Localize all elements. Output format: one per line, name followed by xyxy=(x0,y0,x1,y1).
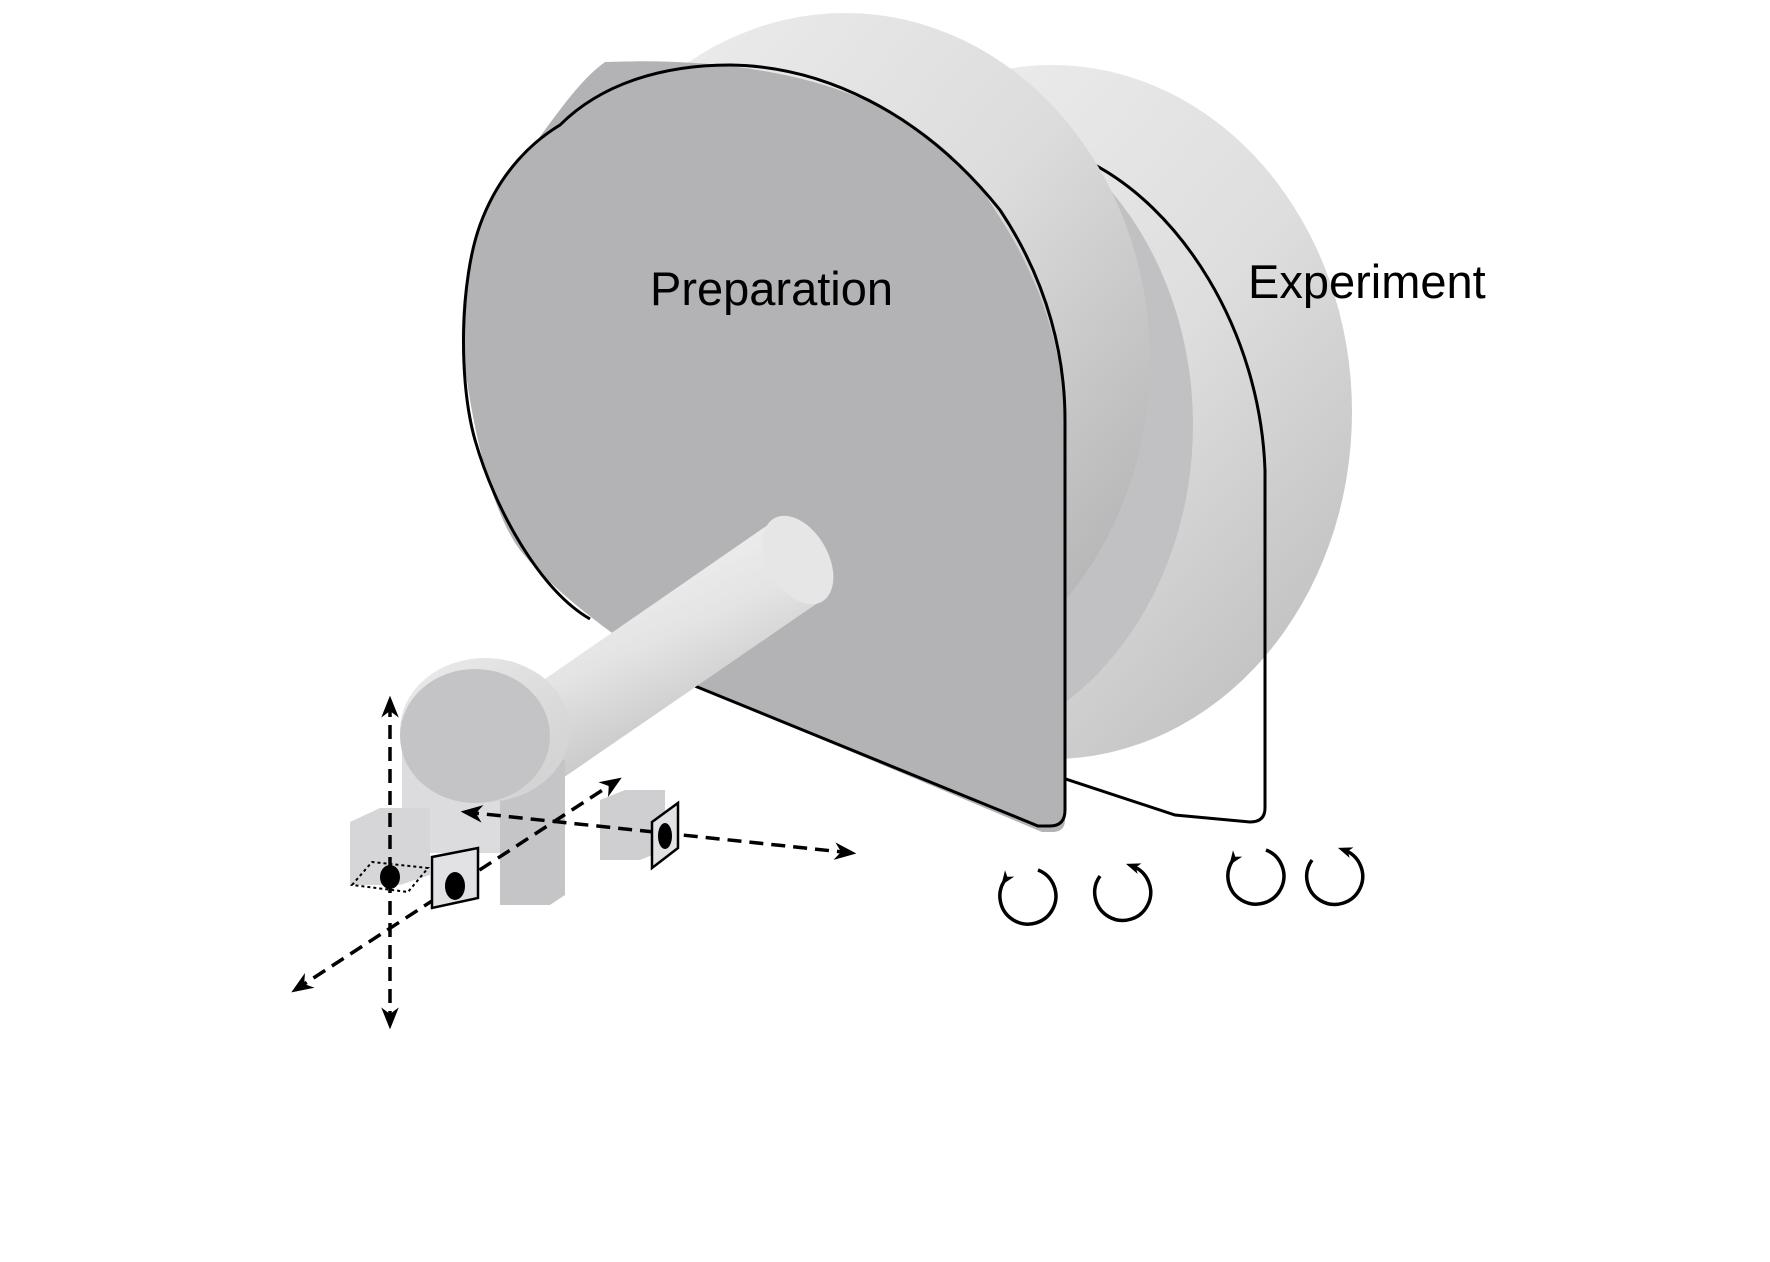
preparation-chamber-outline xyxy=(462,63,1067,828)
transfer-arm-tube-end xyxy=(762,515,834,605)
rotate-ccw-icon xyxy=(1226,848,1286,906)
experiment-label: Experiment xyxy=(1248,255,1486,308)
horizontal-sample-plate xyxy=(350,860,430,894)
transfer-arm-tube xyxy=(500,520,827,780)
experiment-chamber-outline xyxy=(834,158,1267,824)
sample-dot xyxy=(445,872,465,900)
sample-dot xyxy=(380,865,400,889)
rotation-indicators xyxy=(998,847,1365,926)
preparation-label: Preparation xyxy=(650,262,893,315)
motion-axes xyxy=(291,695,857,1030)
rotate-ccw-icon xyxy=(998,868,1058,926)
rotate-cw-icon xyxy=(1304,847,1365,907)
rotate-cw-icon xyxy=(1092,863,1153,923)
preparation-chamber-face xyxy=(461,61,1065,833)
sample-holders xyxy=(350,800,680,910)
manipulator-head-face xyxy=(400,669,550,803)
preparation-chamber: Preparation xyxy=(461,13,1150,833)
sample-dot xyxy=(658,823,672,849)
